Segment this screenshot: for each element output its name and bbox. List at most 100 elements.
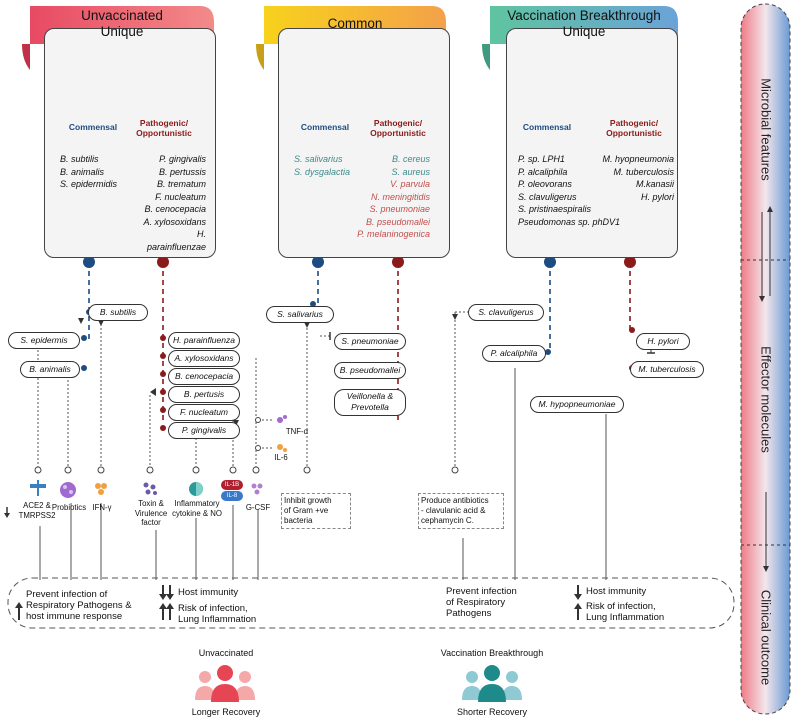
outcome-risk-left: Risk of infection, Lung Inflammation [178,603,257,625]
tnf-alpha-icon [277,415,287,423]
species-item: P. gingivalis [159,154,206,164]
effector-il6: IL-6 [274,453,288,462]
gcsf-icon [251,483,263,495]
species-item: M. tuberculosis [613,166,674,177]
species-item: S. pneumoniae [369,204,430,214]
ifn-gamma-icon [95,483,107,495]
title-line: Unique [562,24,606,39]
pill-h-parainfluenza: H. parainfluenza [168,332,240,349]
pill-h-pylori: H. pylori [636,333,690,350]
species-item: M. hyopneumonia [602,154,674,164]
double-up-arrow-icon [159,603,174,620]
species-item: P. alcaliphila [518,166,568,177]
pill-a-xylosoxidans: A. xylosoxidans [168,350,240,367]
side-label-clinical: Clinical outcome [758,589,774,686]
commensal-label: Commensal [522,122,572,132]
outcome-host-immunity-right: Host immunity [586,586,647,597]
pathogenic-label: Pathogenic/ Opportunistic [370,118,426,138]
pill-m-hypopneumoniae: M. hypopneumoniae [530,396,624,413]
up-arrow-icon [15,602,23,620]
il8-label: IL-8 [226,493,238,499]
probiotics-icon [60,482,76,498]
title-line: Common [327,16,383,31]
pill-b-subtilis: B. subtilis [88,304,148,321]
produce-antibiotics-box: Produce antibiotics - clavulanic acid & … [418,493,504,529]
species-item: H. pylori [640,191,674,202]
species-item: S. dysgalactia [294,166,351,177]
effector-toxin: Toxin & Virulence factor [134,499,168,527]
il6-icon [277,444,287,452]
species-item: F. nucleatum [155,191,206,202]
breakthrough-card [506,28,678,258]
down-arrow-icon [574,585,582,600]
shorter-recovery-label: Shorter Recovery [456,707,528,717]
species-item: B. pseudomallei [365,216,430,227]
title-line: Vaccination Breakthrough [507,8,661,23]
effector-gcsf: G-CSF [245,503,271,512]
longer-recovery-label: Longer Recovery [191,707,261,717]
breakthrough-label: Vaccination Breakthrough [440,648,544,658]
interleukin-icon [221,480,243,501]
unvaccinated-label: Unvaccinated [198,648,254,658]
species-item: P. sp. LPH1 [518,154,565,164]
down-arrow-small-icon [4,507,10,518]
species-item: B. pertussis [158,166,206,177]
unvaccinated-people-icon [195,665,255,702]
pill-b-cenocepacia: B. cenocepacia [168,368,240,385]
outcome-risk-right: Risk of infection, Lung Inflammation [586,601,665,623]
species-item: B. cereus [391,154,430,164]
species-item: S. epidermidis [60,179,118,189]
pill-p-alcaliphila: P. alcaliphila [482,345,546,362]
species-item: A. xylosoxidans [143,216,206,227]
effector-inflammatory: Inflammatory cytokine & NO [172,499,222,518]
side-label-effector: Effector molecules [758,346,774,453]
effector-ace2: ACE2 & TMRPSS2 [18,501,56,520]
il1b-label: IL-1B [224,482,240,488]
pathogenic-label: Pathogenic/ Opportunistic [136,118,192,138]
title-line: Unique [100,24,144,39]
pill-f-nucleatum: F. nucleatum [168,404,240,421]
side-label-microbial: Microbial features [758,78,774,181]
title-line: Unvaccinated [81,8,163,23]
pill-s-clavuligerus: S. clavuligerus [468,304,544,321]
pill-p-gingivalis: P. gingivalis [168,422,240,439]
toxin-icon [143,482,157,495]
pill-veillonella-prevotella: Veillonella & Prevotella [334,389,406,416]
effector-tnf-alpha: TNF-α [285,427,309,436]
side-bar [740,3,791,715]
species-item: M.kanasii [635,179,674,189]
species-item: B. cenocepacia [144,204,206,214]
common-card [278,28,450,258]
effector-probiotics: Probiotics [51,503,87,512]
species-item: S. pristinaespiralis [518,204,592,214]
species-item: P. oleovorans [518,179,572,189]
outcome-prevent-infection-right: Prevent infection of Respiratory Pathoge… [446,586,517,619]
pathogenic-label: Pathogenic/ Opportunistic [606,118,662,138]
unvaccinated-card [44,28,216,258]
cytokine-no-icon [189,482,203,496]
outcome-prevent-infection-left: Prevent infection of Respiratory Pathoge… [26,589,132,622]
species-item: B. animalis [60,166,105,177]
species-item: S. aureus [391,166,430,177]
outcome-host-immunity-left: Host immunity [178,587,239,598]
pill-s-salivarius: S. salivarius [266,306,334,323]
effector-ifn-gamma: IFN-γ [92,503,112,512]
pill-b-pertusis: B. pertusis [168,386,240,403]
species-item: S. clavuligerus [518,191,577,202]
species-item: B. trematum [156,179,206,189]
clinical-outcome-box [7,577,735,629]
unvaccinated-pathogen-list: P. gingivalis B. pertussis B. trematum F. n… [140,153,206,253]
pill-s-epidermis: S. epidermis [8,332,80,349]
double-down-arrow-icon [159,585,174,600]
species-item: N. meningitidis [370,191,430,202]
commensal-label: Commensal [68,122,118,132]
pill-b-pseudomallei: B. pseudomallei [334,362,406,379]
pill-b-animalis: B. animalis [20,361,80,378]
breakthrough-people-icon [462,665,522,702]
species-item: B. subtilis [60,154,99,164]
up-arrow-icon [574,603,582,620]
